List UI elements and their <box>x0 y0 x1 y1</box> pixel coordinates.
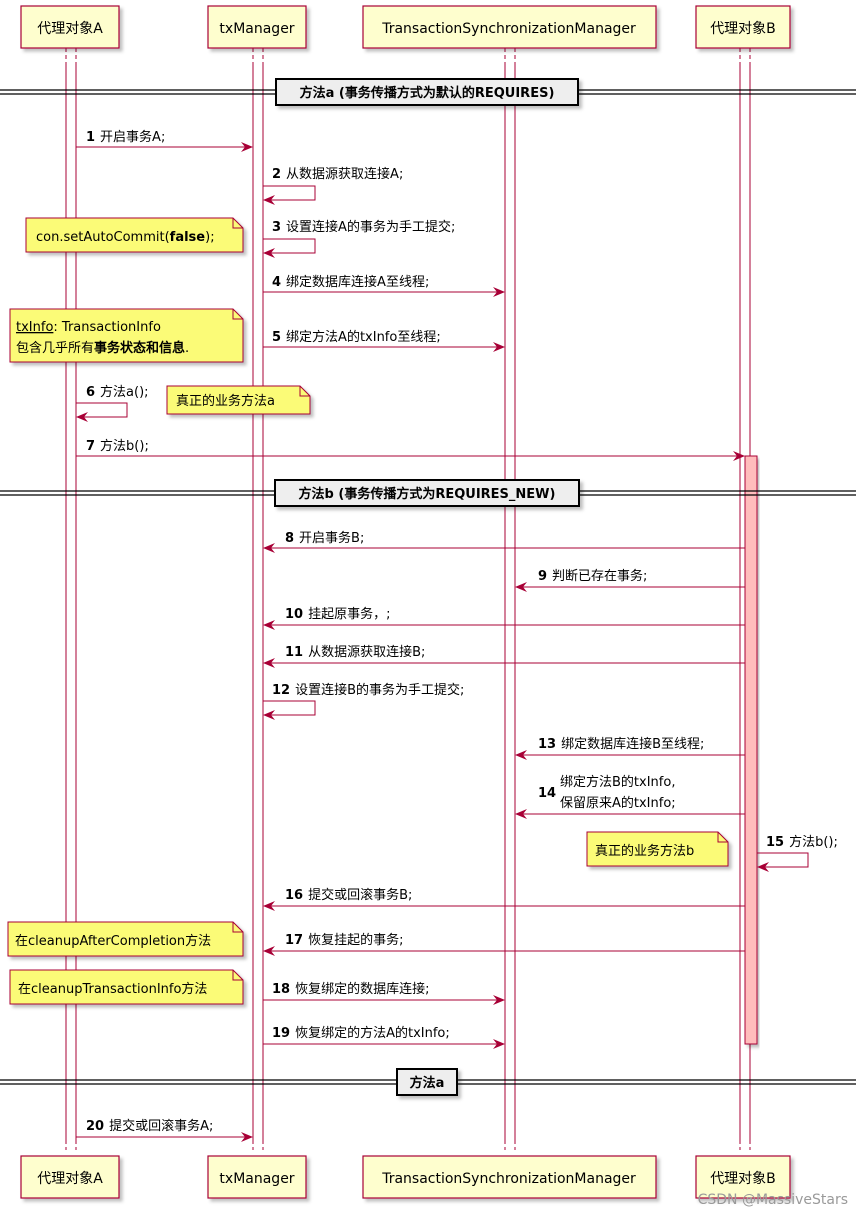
participant-tsm-bottom: TransactionSynchronizationManager <box>362 1155 657 1199</box>
participant-b-bottom: 代理对象B <box>695 1155 791 1199</box>
participant-a-label: 代理对象A <box>37 21 103 37</box>
note-autocommit: con.setAutoCommit(false); <box>25 217 244 253</box>
message-arrows <box>76 142 809 1142</box>
divider-method-b-label: 方法b (事务传播方式为REQUIRES_NEW) <box>299 486 556 502</box>
message-label-14-num: 14 <box>538 786 556 801</box>
participant-a-label: 代理对象A <box>37 1171 103 1187</box>
arrow-2 <box>263 185 316 205</box>
participant-tx-bottom: txManager <box>207 1155 307 1199</box>
divider-method-a: 方法a (事务传播方式为默认的REQUIRES) <box>0 78 856 106</box>
note-txinfo: txInfo: TransactionInfo 包含几乎所有事务状态和信息. <box>9 308 244 363</box>
participant-tsm-label: TransactionSynchronizationManager <box>381 1171 636 1187</box>
note-cleanup-txinfo-text: 在cleanupTransactionInfo方法 <box>18 981 207 997</box>
divider-method-a-end-label: 方法a <box>410 1075 445 1091</box>
participant-tsm-top: TransactionSynchronizationManager <box>362 5 657 49</box>
note-txinfo-line1: txInfo: TransactionInfo <box>16 320 161 335</box>
message-label-14-line2: 保留原来A的txInfo; <box>560 795 676 811</box>
note-biz-b-text: 真正的业务方法b <box>595 843 694 859</box>
note-biz-a: 真正的业务方法a <box>166 385 311 415</box>
participant-tsm-label: TransactionSynchronizationManager <box>381 21 636 37</box>
activation-bar-b <box>744 455 758 1045</box>
note-autocommit-text: con.setAutoCommit(false); <box>36 230 215 245</box>
participant-a-bottom: 代理对象A <box>20 1155 120 1199</box>
note-cleanup-after-text: 在cleanupAfterCompletion方法 <box>15 933 211 949</box>
participant-tx-label: txManager <box>219 21 294 37</box>
watermark: CSDN @MassiveStars <box>698 1192 848 1208</box>
participant-a-top: 代理对象A <box>20 5 120 49</box>
participant-tx-label: txManager <box>219 1171 294 1187</box>
participant-b-label: 代理对象B <box>710 21 776 37</box>
note-biz-b: 真正的业务方法b <box>586 831 729 867</box>
note-cleanup-after: 在cleanupAfterCompletion方法 <box>7 921 244 957</box>
participant-b-label: 代理对象B <box>710 1171 776 1187</box>
divider-method-b: 方法b (事务传播方式为REQUIRES_NEW) <box>0 479 856 507</box>
note-cleanup-txinfo: 在cleanupTransactionInfo方法 <box>9 969 244 1005</box>
note-biz-a-text: 真正的业务方法a <box>176 393 275 409</box>
arrow-6 <box>76 402 128 422</box>
participant-b-top: 代理对象B <box>695 5 791 49</box>
divider-method-a-label: 方法a (事务传播方式为默认的REQUIRES) <box>300 85 555 101</box>
note-txinfo-line2: 包含几乎所有事务状态和信息. <box>16 340 189 356</box>
arrow-15 <box>757 852 809 872</box>
arrow-3 <box>263 238 316 258</box>
arrow-12 <box>263 700 316 720</box>
divider-method-a-end: 方法a <box>0 1068 856 1096</box>
message-label-14-line1: 绑定方法B的txInfo, <box>560 774 675 790</box>
participant-tx-top: txManager <box>207 5 307 49</box>
